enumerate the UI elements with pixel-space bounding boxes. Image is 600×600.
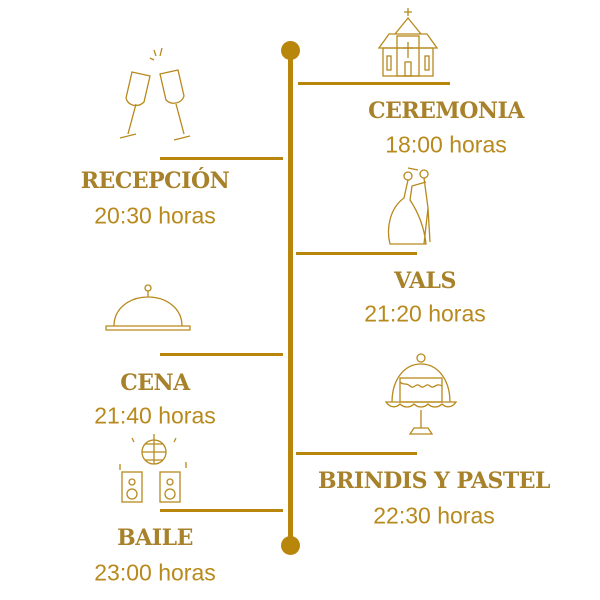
brindis-title: BRINDIS Y PASTEL (317, 468, 551, 494)
recepcion-title: RECEPCIÓN (80, 168, 230, 194)
ceremonia-connector (298, 82, 450, 85)
brindis-time: 22:30 horas (373, 502, 495, 529)
ceremonia-title: CEREMONIA (368, 98, 524, 124)
cena-time: 21:40 horas (94, 402, 216, 429)
champagne-toast-icon (110, 44, 196, 151)
baile-connector (160, 509, 283, 512)
vals-title: VALS (394, 268, 456, 294)
baile-time: 23:00 horas (94, 559, 216, 586)
serving-cloche-icon (104, 282, 192, 339)
vals-connector (296, 252, 417, 255)
cena-title: CENA (120, 370, 190, 396)
baile-title: BAILE (117, 525, 193, 551)
brindis-connector (296, 452, 417, 455)
cake-dome-icon (384, 352, 458, 443)
dancing-couple-icon (380, 166, 450, 253)
recepcion-connector (160, 157, 283, 160)
church-icon (375, 6, 441, 83)
ceremonia-time: 18:00 horas (385, 131, 507, 158)
timeline-start-dot (281, 41, 300, 60)
timeline-end-dot (281, 536, 300, 555)
vals-time: 21:20 horas (364, 300, 486, 327)
disco-speakers-icon (116, 432, 192, 509)
recepcion-time: 20:30 horas (94, 202, 216, 229)
timeline-axis (288, 50, 293, 545)
cena-connector (160, 353, 283, 356)
